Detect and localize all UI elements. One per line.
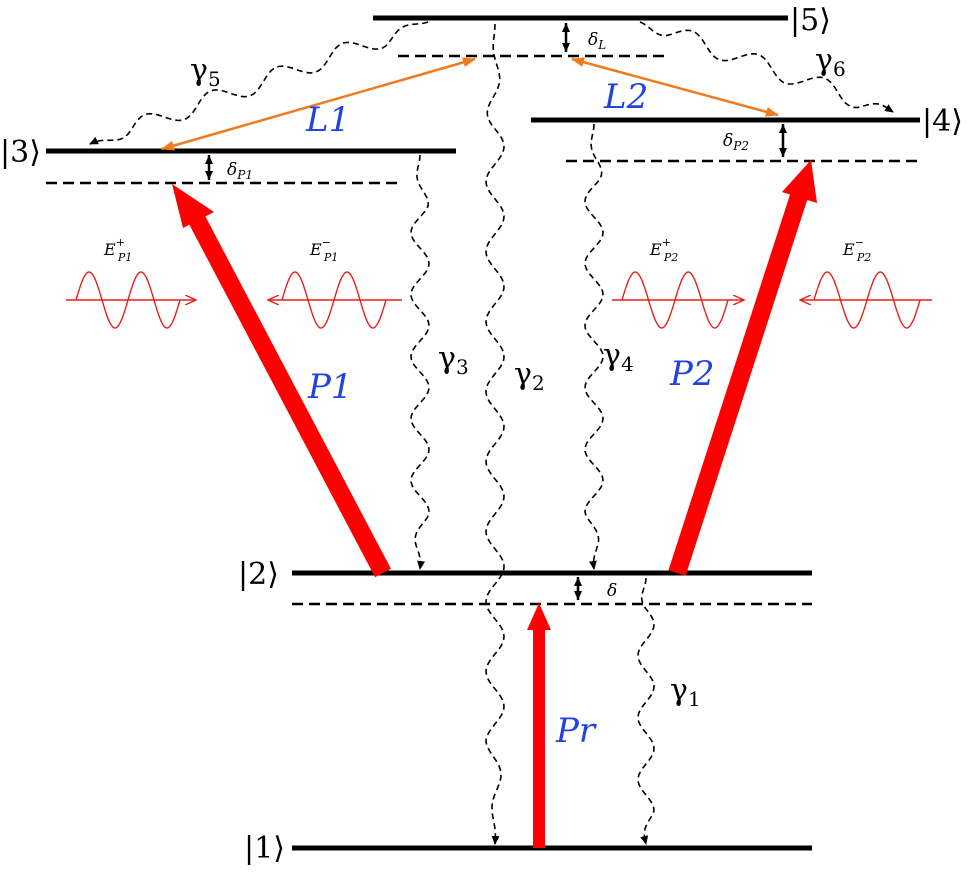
field-ep1-minus-label: E−P1 [309,236,338,264]
field-ep1-plus-wave [75,271,181,329]
detuning-arrows [205,23,787,600]
delta-probe-label: δ [607,581,617,601]
pump-p1-shaft [188,213,391,578]
field-ep2-minus-wave [813,271,921,329]
beam-p1-label: P1 [307,367,353,407]
beam-l1-label: L1 [305,100,350,140]
pump-p2-head [782,160,817,203]
field-labels: E+P1 E−P1 E+P2 E−P2 [103,236,871,264]
energy-levels [46,15,920,851]
decay-gamma3-path [410,154,430,570]
ket-5-label: |5⟩ [790,3,831,38]
ket-2-label: |2⟩ [238,557,279,592]
ket-1-label: |1⟩ [244,831,285,866]
delta-p2-label: δP2 [723,131,749,153]
gamma3-label: γ3 [438,341,469,379]
decay-paths [89,21,894,845]
beam-pr-label: Pr [555,711,597,751]
beam-labels: L1 L2 P1 P2 Pr [305,77,715,751]
decay-gamma6-path [639,21,894,113]
field-ep1-minus-wave [281,271,387,329]
field-ep2-plus-label: E+P2 [649,236,678,264]
field-ep1-plus-label: E+P1 [103,236,132,264]
gamma6-label: γ6 [815,43,846,81]
decay-gamma2-path [485,23,505,845]
detuning-labels: δL δP1 δP2 δ [227,30,749,601]
field-ep2-minus-label: E−P2 [842,236,871,264]
gamma1-label: γ1 [670,673,701,711]
pump-p2-shaft [668,193,808,576]
field-waves [66,271,932,329]
gamma2-label: γ2 [514,357,545,395]
pump-arrows [172,160,817,848]
gamma5-label: γ5 [190,53,221,91]
coupling-l1-arrow [161,57,476,151]
decay-gamma4-path [584,123,604,570]
ket-4-label: |4⟩ [922,104,963,139]
probe-pr-head [527,603,551,630]
coupling-arrows [161,57,779,151]
pump-p1-head [172,184,214,228]
delta-l-label: δL [588,30,606,52]
coupling-l2-arrow [571,57,779,117]
field-ep2-plus-wave [621,271,729,329]
beam-p2-label: P2 [669,354,715,394]
decay-gamma1-path [637,577,655,845]
delta-p1-label: δP1 [227,160,253,182]
decay-gamma5-path [89,21,429,145]
decay-labels: γ5 γ6 γ3 γ2 γ4 γ1 [190,43,846,711]
ket-3-label: |3⟩ [0,135,41,170]
level-labels: |5⟩ |3⟩ |4⟩ |2⟩ |1⟩ [0,3,963,866]
beam-l2-label: L2 [603,77,648,117]
gamma4-label: γ4 [603,338,634,376]
